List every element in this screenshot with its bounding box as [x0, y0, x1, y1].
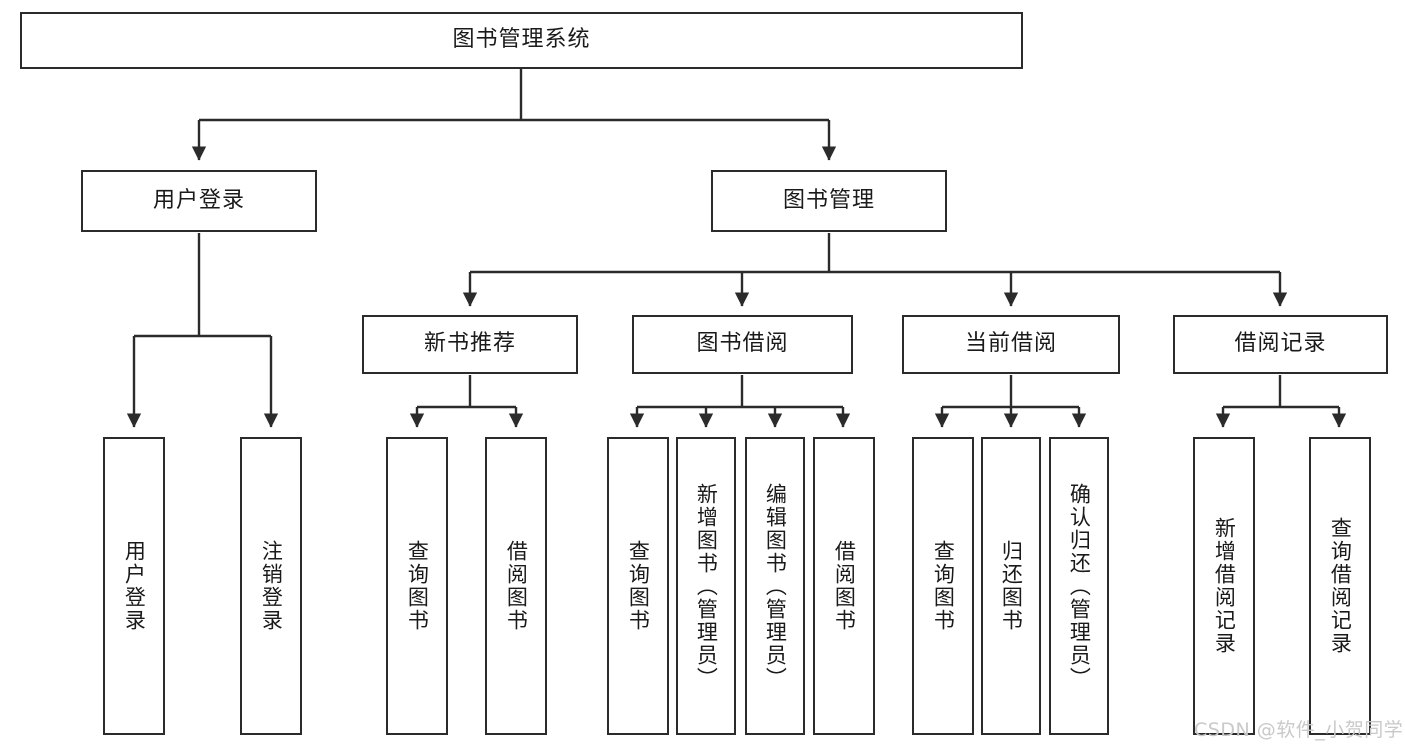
leaf-current-borrow-2-label: 归还图书: [999, 540, 1024, 632]
leaf-book-borrow-1[interactable]: 查询图书: [607, 437, 669, 735]
leaf-book-borrow-3-label: 编辑图书（管理员）: [763, 482, 788, 690]
node-borrow-record[interactable]: 借阅记录: [1173, 315, 1388, 374]
leaf-book-borrow-4-label: 借阅图书: [832, 540, 857, 632]
leaf-current-borrow-2[interactable]: 归还图书: [981, 437, 1041, 735]
leaf-borrow-record-2-label: 查询借阅记录: [1328, 517, 1353, 655]
leaf-book-borrow-2-label: 新增图书（管理员）: [694, 482, 719, 690]
node-book-management-label: 图书管理: [782, 187, 875, 213]
leaf-current-borrow-3-label: 确认归还（管理员）: [1067, 482, 1092, 690]
node-current-borrow-label: 当前借阅: [964, 331, 1057, 357]
node-book-borrow-label: 图书借阅: [696, 331, 789, 357]
node-book-management[interactable]: 图书管理: [711, 170, 947, 232]
node-new-book-recommend-label: 新书推荐: [423, 331, 516, 357]
leaf-new-book-1[interactable]: 查询图书: [386, 437, 448, 735]
leaf-new-book-2-label: 借阅图书: [504, 540, 529, 632]
leaf-book-borrow-2[interactable]: 新增图书（管理员）: [676, 437, 736, 735]
leaf-borrow-record-1-label: 新增借阅记录: [1212, 517, 1237, 655]
leaf-book-borrow-3[interactable]: 编辑图书（管理员）: [745, 437, 805, 735]
node-root-label: 图书管理系统: [452, 27, 591, 53]
leaf-user-login-2[interactable]: 注销登录: [240, 437, 302, 735]
leaf-user-login-2-label: 注销登录: [259, 540, 284, 632]
leaf-current-borrow-3[interactable]: 确认归还（管理员）: [1049, 437, 1109, 735]
node-user-login-label: 用户登录: [152, 187, 245, 213]
leaf-current-borrow-1-label: 查询图书: [931, 540, 956, 632]
leaf-user-login-1[interactable]: 用户登录: [103, 437, 165, 735]
leaf-book-borrow-1-label: 查询图书: [626, 540, 651, 632]
leaf-user-login-1-label: 用户登录: [122, 540, 147, 632]
leaf-new-book-1-label: 查询图书: [405, 540, 430, 632]
leaf-new-book-2[interactable]: 借阅图书: [485, 437, 547, 735]
node-current-borrow[interactable]: 当前借阅: [902, 315, 1120, 374]
node-borrow-record-label: 借阅记录: [1234, 331, 1327, 357]
leaf-current-borrow-1[interactable]: 查询图书: [912, 437, 974, 735]
node-book-borrow[interactable]: 图书借阅: [632, 315, 853, 374]
leaf-book-borrow-4[interactable]: 借阅图书: [813, 437, 875, 735]
node-new-book-recommend[interactable]: 新书推荐: [362, 315, 578, 374]
leaf-borrow-record-1[interactable]: 新增借阅记录: [1193, 437, 1255, 735]
node-user-login[interactable]: 用户登录: [81, 170, 317, 232]
node-root[interactable]: 图书管理系统: [20, 12, 1023, 69]
leaf-borrow-record-2[interactable]: 查询借阅记录: [1309, 437, 1371, 735]
